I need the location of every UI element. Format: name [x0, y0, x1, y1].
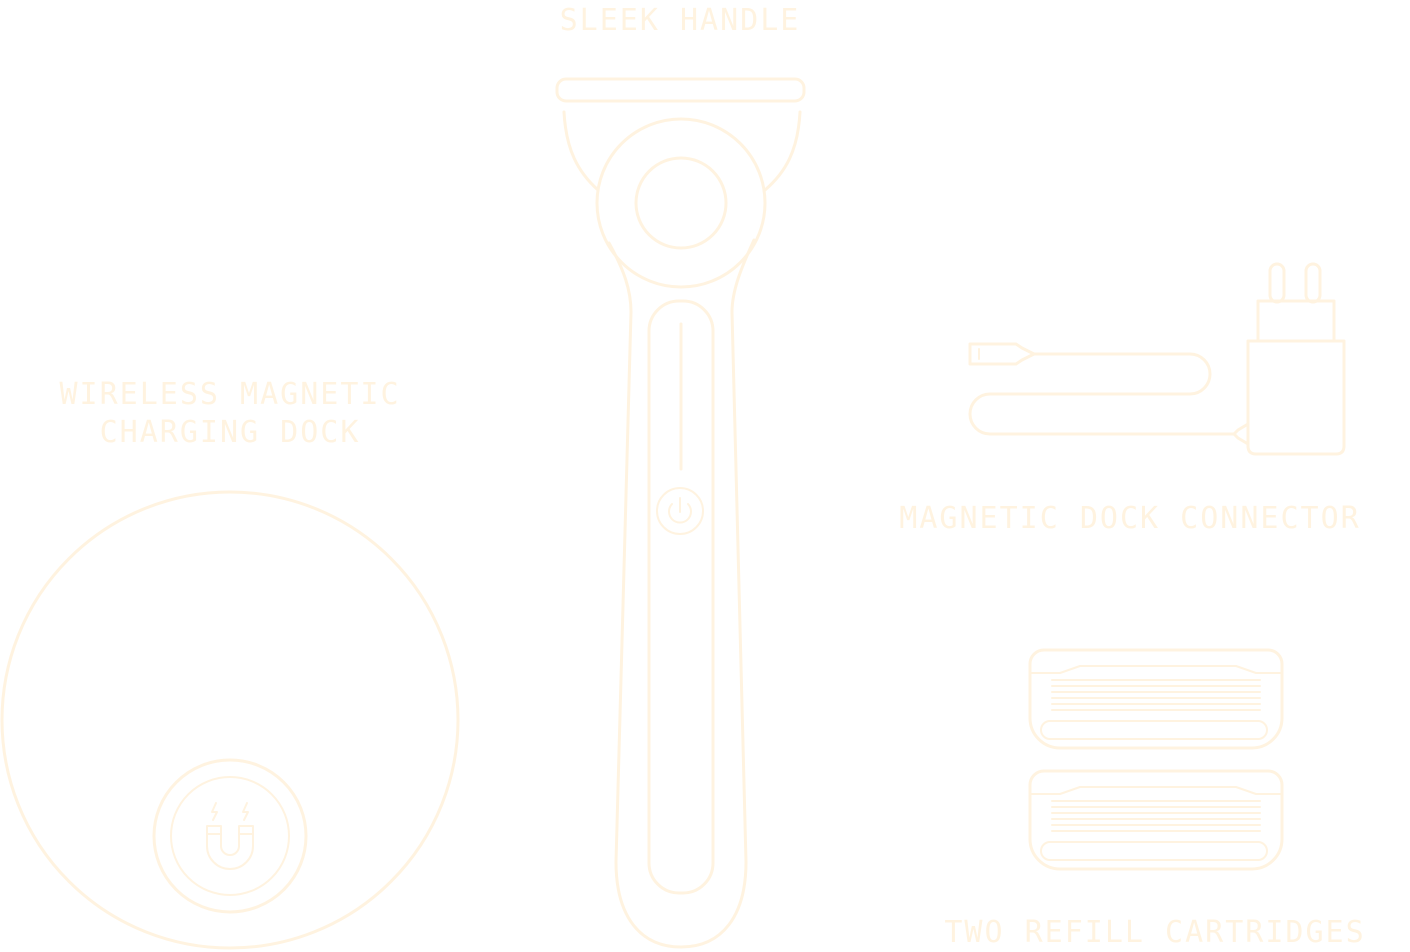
dock-label: WIRELESS MAGNETIC CHARGING DOCK — [30, 376, 430, 452]
dock-label-line1: WIRELESS MAGNETIC — [59, 377, 401, 412]
razor-cartridge-icon — [1028, 648, 1284, 871]
cartridges-label: TWO REFILL CARTRIDGES — [944, 915, 1366, 950]
charging-dock-icon — [0, 490, 460, 950]
power-icon — [656, 487, 704, 535]
dock-label-line2: CHARGING DOCK — [99, 415, 361, 450]
connector-label: MAGNETIC DOCK CONNECTOR — [899, 501, 1361, 536]
handle-label: SLEEK HANDLE — [559, 3, 801, 38]
charger-plug-icon — [968, 262, 1346, 456]
magnet-icon — [206, 802, 254, 870]
razor-handle-icon — [555, 77, 806, 949]
